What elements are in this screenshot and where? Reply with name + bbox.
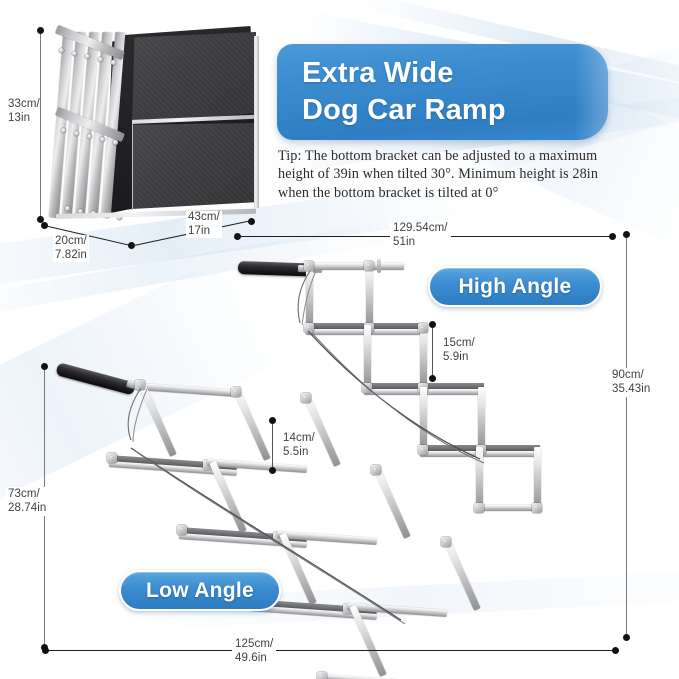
dim-label-folded-depth: 20cm/ 7.82in bbox=[53, 235, 89, 263]
dim-endpoint bbox=[429, 375, 436, 382]
badge-high-angle-label: High Angle bbox=[458, 274, 572, 298]
dim-endpoint bbox=[623, 231, 630, 238]
page-title: Extra Wide Dog Car Ramp bbox=[302, 57, 506, 126]
pivot-joint bbox=[418, 445, 428, 455]
folded-rivet bbox=[87, 134, 92, 139]
dim-endpoint bbox=[269, 467, 276, 474]
folded-rivet bbox=[100, 137, 105, 142]
dim-line-folded-height bbox=[40, 30, 41, 220]
dim-endpoint bbox=[269, 417, 276, 424]
dim-label-high-step: 15cm/ 5.9in bbox=[443, 337, 475, 363]
pivot-joint bbox=[107, 453, 117, 463]
pivot-joint bbox=[474, 503, 484, 513]
dim-line-high-step bbox=[432, 324, 433, 379]
dim-line-low-step bbox=[272, 420, 273, 471]
dim-label-folded-height: 33cm/ 13in bbox=[8, 98, 40, 124]
dim-line-high-height bbox=[626, 234, 627, 638]
folded-panel-upper bbox=[132, 32, 256, 124]
pivot-joint bbox=[371, 465, 381, 475]
folded-rivet bbox=[78, 209, 83, 214]
folded-right-edge bbox=[254, 36, 259, 208]
folded-panel-lower bbox=[132, 123, 258, 209]
folded-rivet bbox=[111, 60, 116, 65]
folded-rivet bbox=[65, 206, 70, 211]
pivot-joint bbox=[231, 387, 241, 397]
pivot-joint bbox=[304, 261, 314, 271]
dim-endpoint bbox=[41, 222, 48, 229]
dim-endpoint bbox=[42, 647, 49, 654]
folded-rivet bbox=[117, 215, 122, 220]
locking-pin bbox=[377, 259, 381, 273]
frame-right-stile bbox=[478, 387, 485, 449]
support-cable bbox=[127, 387, 406, 625]
folded-ramp-illustration bbox=[40, 24, 280, 224]
pivot-joint bbox=[418, 323, 428, 333]
pivot-joint bbox=[301, 393, 311, 403]
dim-label-high-length: 129.54cm/ 51in bbox=[390, 222, 451, 250]
frame-right-stile bbox=[420, 325, 427, 387]
folded-rivet bbox=[113, 140, 118, 145]
dim-endpoint bbox=[612, 647, 619, 654]
dim-label-low-step: 14cm/ 5.5in bbox=[283, 432, 315, 458]
dim-endpoint bbox=[429, 321, 436, 328]
dim-endpoint bbox=[41, 363, 48, 370]
badge-high-angle: High Angle bbox=[428, 266, 602, 307]
frame-right-stile bbox=[534, 447, 541, 509]
dim-label-folded-width: 43cm/ 17in bbox=[186, 211, 222, 239]
dim-endpoint bbox=[128, 242, 135, 249]
folded-rivet bbox=[98, 57, 103, 62]
dim-endpoint bbox=[248, 218, 255, 225]
folded-rivet bbox=[61, 128, 66, 133]
folded-rivet bbox=[59, 48, 64, 53]
frame-left-stile bbox=[306, 265, 313, 327]
pivot-joint bbox=[304, 323, 314, 333]
badge-low-angle: Low Angle bbox=[119, 570, 281, 611]
pivot-joint bbox=[135, 380, 145, 390]
pivot-joint bbox=[364, 261, 374, 271]
dim-label-low-length: 125cm/ 49.6in bbox=[232, 638, 277, 666]
pivot-joint bbox=[317, 672, 327, 679]
folded-rivet bbox=[72, 51, 77, 56]
dim-endpoint bbox=[609, 233, 616, 240]
pivot-joint bbox=[441, 537, 451, 547]
tip-text: Tip: The bottom bracket can be adjusted … bbox=[278, 148, 599, 201]
frame-top-rail bbox=[306, 263, 404, 270]
folded-rivet bbox=[74, 131, 79, 136]
dim-line-low-length bbox=[46, 650, 616, 651]
dim-endpoint bbox=[37, 216, 44, 223]
frame-left-stile bbox=[476, 447, 483, 509]
folded-slat-stack bbox=[40, 24, 140, 224]
dim-endpoint bbox=[37, 27, 44, 34]
frame-right-stile bbox=[366, 265, 373, 327]
frame-bottom-rail bbox=[476, 505, 541, 511]
pivot-joint bbox=[532, 503, 542, 513]
dim-label-low-height: 73cm/ 28.74in bbox=[6, 487, 49, 517]
folded-rivet bbox=[85, 54, 90, 59]
badge-low-angle-label: Low Angle bbox=[145, 578, 255, 602]
frame-left-stile bbox=[364, 325, 371, 387]
dim-label-high-height: 90cm/ 35.43in bbox=[610, 368, 653, 398]
high-angle-ramp-illustration bbox=[237, 255, 620, 555]
frame-left-stile bbox=[420, 387, 427, 449]
support-cable bbox=[297, 270, 485, 464]
headline-banner: Extra Wide Dog Car Ramp bbox=[277, 44, 608, 140]
dim-endpoint bbox=[234, 233, 241, 240]
pivot-joint bbox=[177, 525, 187, 535]
dim-endpoint bbox=[623, 634, 630, 641]
